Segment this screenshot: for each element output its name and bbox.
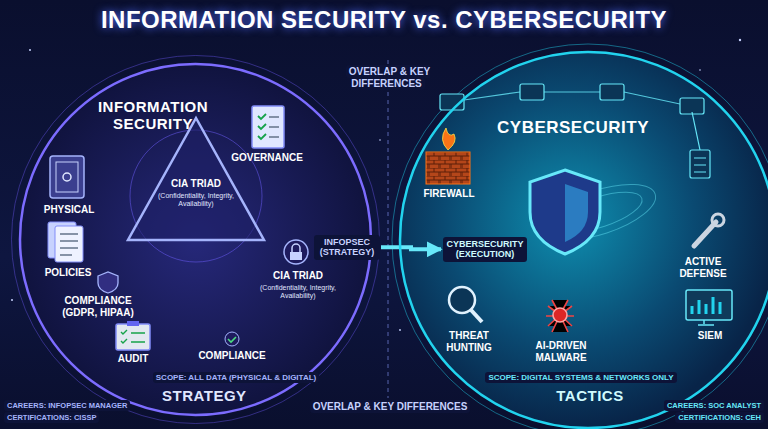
node-label: POLICIES	[36, 267, 100, 279]
node-text: COMPLIANCE (GDPR, HIPAA)	[50, 295, 146, 318]
label-text-patch: CERTIFICATIONS: CEH	[675, 412, 764, 423]
node-label: AUDIT	[108, 353, 158, 365]
career-note: CAREERS: SOC ANALYST	[664, 402, 764, 411]
node-label: SIEM	[686, 330, 734, 342]
career-note: CERTIFICATIONS: CEH	[675, 414, 764, 423]
siem-monitor-icon	[686, 290, 732, 325]
node-label: CIA TRIAD (Confidentiality, Integrity, Av…	[154, 178, 238, 208]
label-text-patch: CAREERS: SOC ANALYST	[664, 400, 764, 411]
governance-document-icon	[252, 106, 284, 148]
node-text: CIA TRIAD	[154, 178, 238, 190]
connector-arrow	[381, 247, 441, 249]
node-label: COMPLIANCE	[194, 350, 270, 362]
shield-icon	[530, 170, 600, 254]
node-label: THREAT HUNTING	[436, 330, 502, 353]
node-text: ACTIVE DEFENSE	[662, 256, 744, 279]
label-text-patch: CAREERS: INFOPSEC MANAGER	[4, 400, 130, 411]
wrench-icon	[694, 214, 724, 246]
lock-circle-icon	[284, 240, 308, 264]
node-text: PHYSICAL	[38, 204, 100, 216]
node-text: FIREWALL	[416, 188, 482, 200]
node-label: COMPLIANCE (GDPR, HIPAA)	[50, 295, 146, 318]
label-text-patch: OVERLAP & KEY DIFFERENCES	[310, 400, 471, 413]
node-label: PHYSICAL	[38, 204, 100, 216]
node-text: INFORMATION SECURITY	[78, 98, 228, 133]
label-text-patch: SCOPE: DIGITAL SYSTEMS & NETWORKS ONLY	[485, 372, 676, 383]
overlap-label: OVERLAP & KEY DIFFERENCES	[300, 401, 480, 413]
node-subtext: STRATEGY	[162, 387, 246, 404]
network-icons	[440, 84, 710, 178]
node-text: COMPLIANCE	[194, 350, 270, 362]
label-text-patch: SCOPE: ALL DATA (PHYSICAL & DIGITAL)	[153, 372, 319, 383]
region-fills	[12, 44, 768, 429]
scope-label: SCOPE: DIGITAL SYSTEMS & NETWORKS ONLY	[476, 373, 686, 382]
node-label: CYBERSECURITY (EXECUTION)	[443, 237, 527, 262]
label-text-patch: CERTIFICATIONS: CISSP	[4, 412, 99, 423]
policies-document-icon	[48, 222, 83, 262]
compliance-shield-icon	[98, 272, 118, 293]
safe-icon	[50, 156, 84, 198]
circle-stroke	[400, 52, 768, 428]
node-text: POLICIES	[36, 267, 100, 279]
node-text: THREAT HUNTING	[436, 330, 502, 353]
cia-triangle	[128, 118, 264, 262]
career-note: CAREERS: INFOPSEC MANAGER	[4, 402, 130, 411]
node-label: AI-DRIVEN MALWARE	[516, 340, 606, 363]
node-subtext: (Confidentiality, Integrity, Availabilit…	[154, 192, 238, 208]
node-text: AI-DRIVEN MALWARE	[516, 340, 606, 363]
node-label: FIREWALL	[416, 188, 482, 200]
node-text: CYBERSECURITY (EXECUTION)	[446, 239, 524, 260]
node-label: INFOPSEC (STRATEGY)	[314, 235, 380, 260]
node-label: GOVERNANCE	[226, 152, 308, 164]
node-label: CIA TRIAD (Confidentiality, Integrity, Av…	[250, 270, 346, 300]
overlap-label: OVERLAP & KEY DIFFERENCES	[336, 66, 440, 89]
node-text: CIA TRIAD	[250, 270, 346, 282]
node-label: ACTIVE DEFENSE	[662, 256, 744, 279]
label-text-patch: OVERLAP & KEY DIFFERENCES	[346, 65, 431, 90]
node-text: CYBERSECURITY	[488, 118, 658, 138]
career-note: CERTIFICATIONS: CISSP	[4, 414, 99, 423]
scope-label: SCOPE: ALL DATA (PHYSICAL & DIGITAL)	[146, 373, 326, 382]
malware-spider-icon	[546, 300, 574, 332]
node-subtext: TACTICS	[548, 387, 632, 404]
divider-line	[388, 60, 389, 398]
node-text: SIEM	[686, 330, 734, 342]
diagram-title: INFORMATION SECURITY vs. CYBERSECURITY	[0, 6, 768, 34]
node-text: GOVERNANCE	[226, 152, 308, 164]
node-subtext: (Confidentiality, Integrity, Availabilit…	[250, 284, 346, 300]
node-text: AUDIT	[108, 353, 158, 365]
magnifier-icon	[449, 287, 482, 322]
compliance-check-icon	[225, 332, 239, 346]
node-text: INFOPSEC (STRATEGY)	[317, 237, 377, 258]
audit-clipboard-icon	[116, 321, 150, 350]
